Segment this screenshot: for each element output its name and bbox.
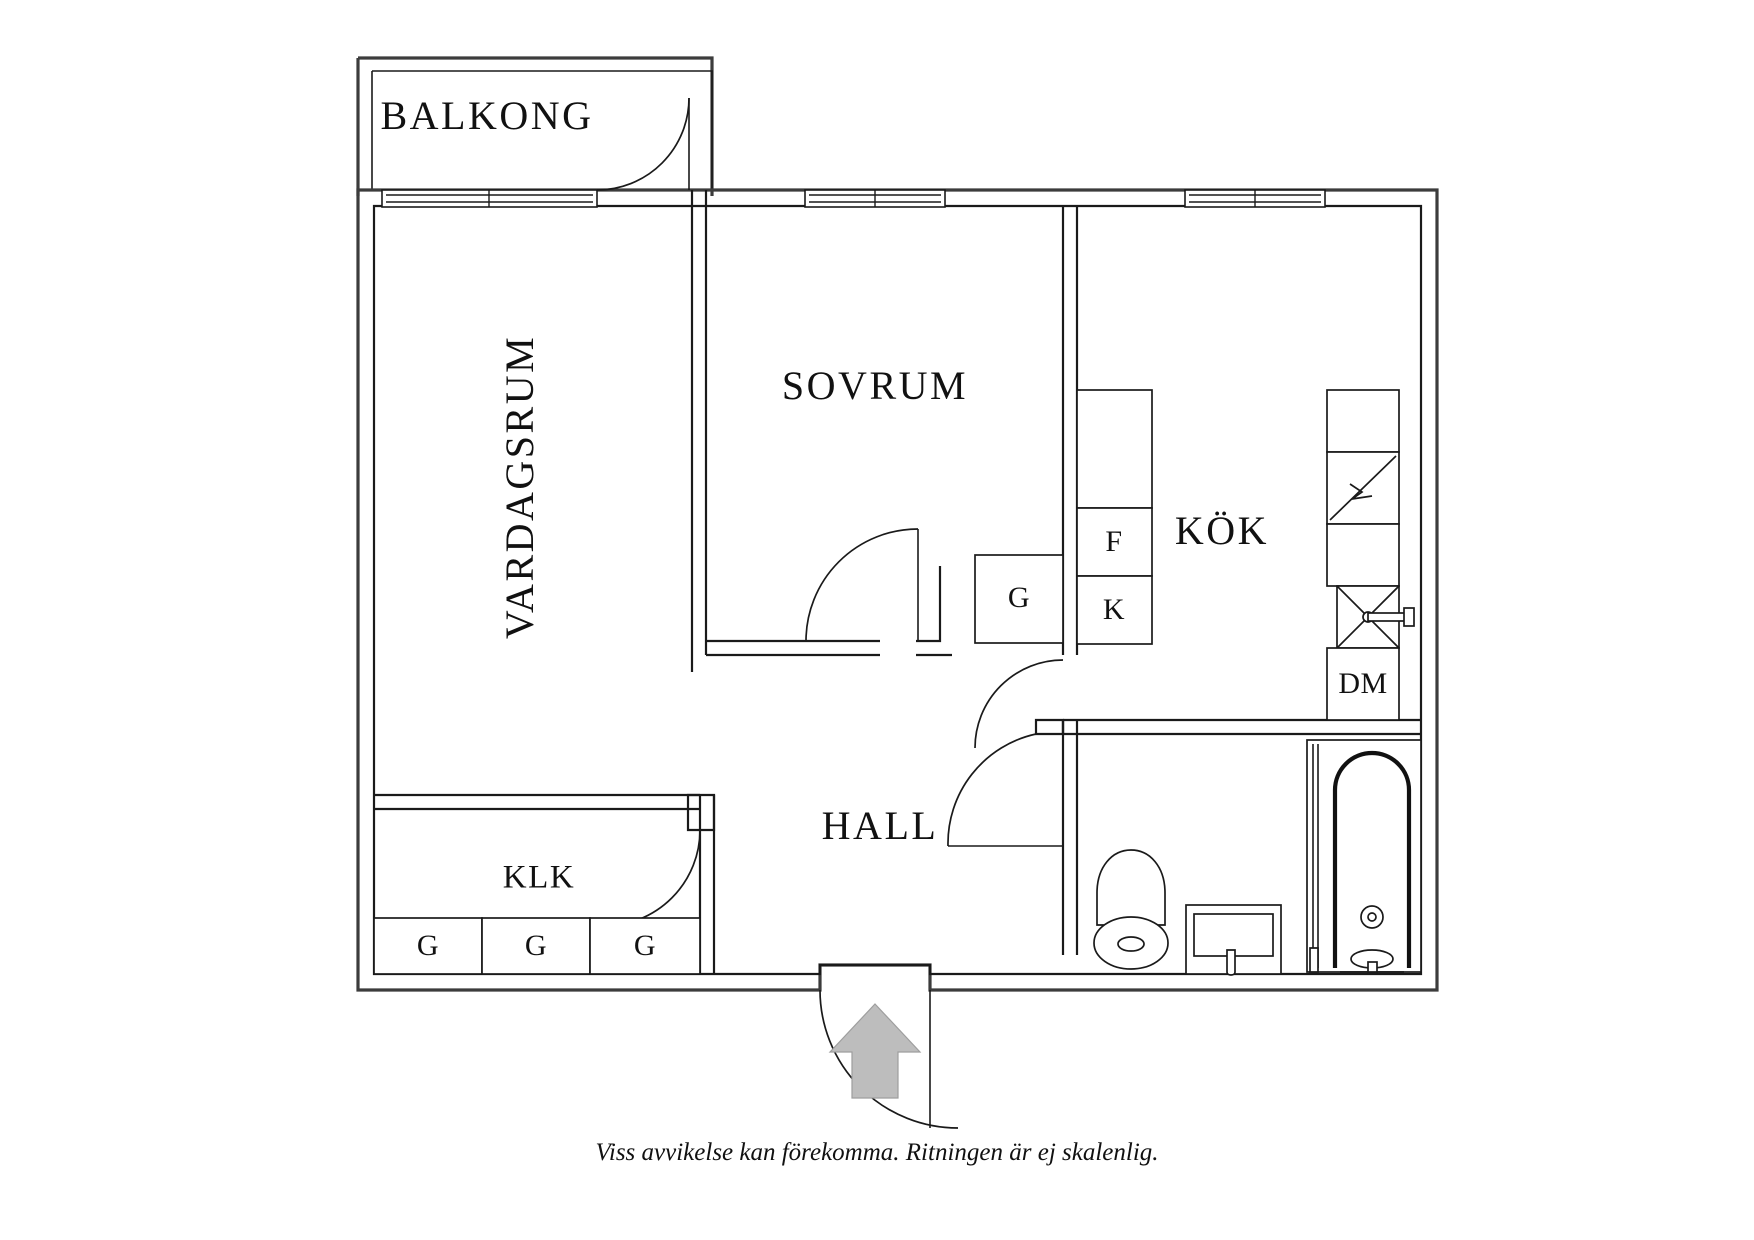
shower-icon: [1306, 739, 1422, 974]
room-labels: VARDAGSRUM SOVRUM KÖK HALL KLK: [497, 335, 1269, 896]
room-label-klk: KLK: [503, 860, 576, 896]
windows-group: [381, 189, 1326, 208]
fixture-label-fridge: K: [1103, 593, 1125, 626]
room-label-kok: KÖK: [1175, 508, 1269, 553]
window-kitchen: [1184, 189, 1326, 208]
sink-icon: [1336, 585, 1415, 649]
balcony-door: [596, 97, 690, 191]
wardrobe-1: G: [373, 917, 483, 975]
bottom-wardrobes: G G G: [373, 917, 701, 975]
fixture-label-wardrobe-1: G: [417, 929, 439, 962]
room-label-vardagsrum: VARDAGSRUM: [497, 335, 542, 639]
toilet-icon: [1093, 849, 1169, 970]
room-label-hall: HALL: [822, 803, 939, 848]
kitchen-left-cabinets: F K: [1076, 389, 1153, 645]
balcony-area: BALKONG: [356, 56, 714, 196]
wardrobe-2: G: [481, 917, 591, 975]
hall-wardrobe: G: [974, 554, 1064, 644]
plan-caption: Viss avvikelse kan förekomma. Ritningen …: [595, 1139, 1158, 1166]
window-bedroom: [804, 189, 946, 208]
shower-drain-icon: [1360, 905, 1384, 929]
fixture-label-wardrobe-2: G: [525, 929, 547, 962]
bathroom-fixtures: [1093, 739, 1422, 976]
fixture-label-freezer: F: [1105, 525, 1122, 558]
wardrobe-3: G: [589, 917, 701, 975]
room-label-balkong: BALKONG: [380, 93, 593, 138]
fixture-label-dishwasher: DM: [1338, 667, 1387, 700]
washbasin-icon: [1185, 904, 1282, 976]
window-living-room: [381, 189, 598, 208]
kitchen-right-appliances: DM: [1326, 389, 1415, 721]
room-label-sovrum: SOVRUM: [782, 363, 968, 408]
fixture-label-wardrobe-3: G: [634, 929, 656, 962]
fixture-label-wardrobe-hall: G: [1008, 581, 1030, 614]
entrance-arrow-icon: [828, 1003, 922, 1099]
